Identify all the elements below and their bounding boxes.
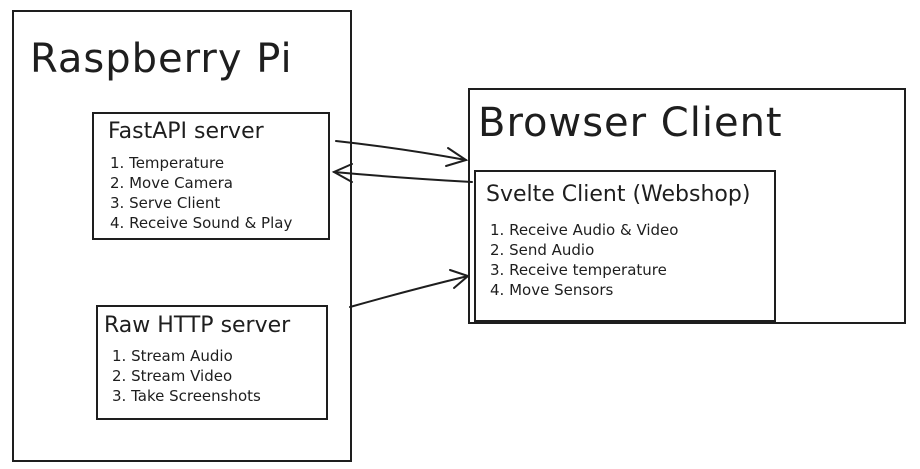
raw-http-server-box: [96, 305, 328, 420]
list-item: 2. Send Audio: [490, 241, 595, 259]
arrow-fastapi-to-browser: [335, 140, 467, 161]
svelte-client-box: [474, 170, 776, 322]
raw-http-server-list: 1. Stream Audio 2. Stream Video 3. Take …: [112, 346, 261, 406]
svelte-client-list: 1. Receive Audio & Video 2. Send Audio 3…: [490, 220, 678, 300]
fastapi-server-list: 1. Temperature 2. Move Camera 3. Serve C…: [110, 153, 292, 233]
list-item: 3. Receive temperature: [490, 261, 667, 279]
svelte-client-title: Svelte Client (Webshop): [486, 182, 751, 207]
arrowhead: [449, 269, 470, 289]
list-item: 1. Stream Audio: [112, 347, 233, 365]
arrow-rawhttp-to-svelte: [349, 275, 469, 308]
list-item: 3. Serve Client: [110, 194, 221, 212]
list-item: 3. Take Screenshots: [112, 387, 261, 405]
browser-client-box: [468, 88, 906, 324]
list-item: 2. Stream Video: [112, 367, 233, 385]
list-item: 1. Temperature: [110, 154, 225, 172]
list-item: 1. Receive Audio & Video: [490, 221, 679, 239]
arrow-svelte-to-fastapi: [333, 171, 473, 183]
raspberry-pi-box: [12, 10, 352, 462]
fastapi-server-title: FastAPI server: [108, 119, 264, 144]
arrowhead: [331, 163, 353, 183]
list-item: 4. Move Sensors: [490, 281, 614, 299]
fastapi-server-box: [92, 112, 330, 240]
list-item: 4. Receive Sound & Play: [110, 214, 293, 232]
arrowhead: [445, 147, 469, 167]
raw-http-server-title: Raw HTTP server: [104, 313, 291, 338]
list-item: 2. Move Camera: [110, 174, 233, 192]
browser-client-title: Browser Client: [478, 100, 783, 146]
raspberry-pi-title: Raspberry Pi: [30, 36, 293, 82]
